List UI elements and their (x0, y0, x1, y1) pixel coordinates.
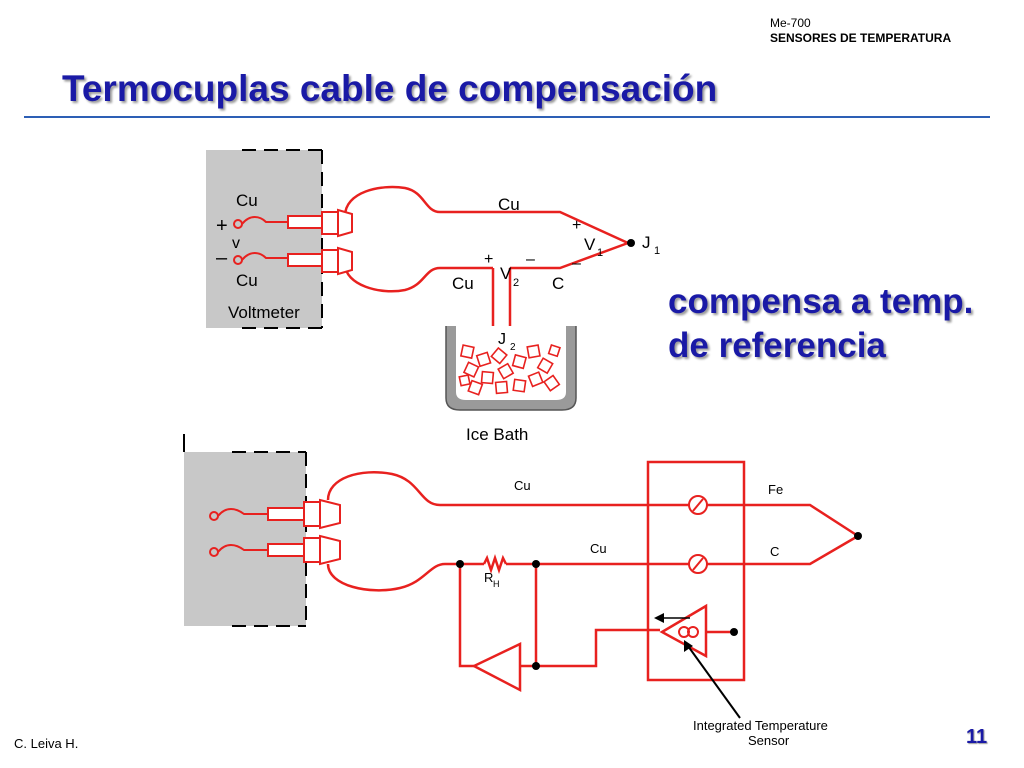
j1-label: J (642, 233, 651, 252)
opamp-left-wire (458, 564, 474, 668)
bottom-wire-cu-bottom-label: Cu (590, 541, 607, 556)
compensation-box (646, 460, 746, 682)
voltmeter-panel (206, 150, 322, 328)
c-wire (706, 534, 859, 566)
note-text: compensa a temp. de referencia (668, 280, 973, 368)
top-upper-wire (343, 185, 629, 245)
v2-plus: + (484, 251, 493, 268)
sensor-pointer (687, 645, 741, 719)
course-code: Me-700 (770, 16, 811, 30)
v1-label: V (584, 235, 596, 254)
fe-label: Fe (768, 482, 783, 497)
voltmeter-plus: + (216, 215, 228, 237)
fe-wire (706, 503, 859, 538)
j1-node (627, 239, 635, 247)
bottom-upper-wire (326, 471, 690, 507)
top-c-wire (510, 241, 629, 270)
j1-sub: 1 (654, 245, 660, 257)
v1-minus: – (572, 255, 581, 272)
v2-label: V (500, 264, 512, 283)
note-line2: de referencia (668, 326, 886, 365)
voltmeter-v: v (232, 235, 240, 252)
v1-sub: 1 (597, 247, 603, 259)
voltmeter-cu-bottom: Cu (236, 271, 258, 290)
author: C. Leiva H. (14, 736, 79, 751)
v2-minus: – (526, 251, 535, 268)
c-label: C (770, 544, 779, 559)
resistor-sub: H (493, 579, 500, 589)
bottom-junction-node (854, 532, 862, 540)
slide-title: Termocuplas cable de compensación (62, 68, 718, 109)
top-wire-cu-bottom-label: Cu (452, 274, 474, 293)
voltmeter-label: Voltmeter (228, 303, 300, 322)
j2-label: J (498, 331, 506, 348)
top-lower-wire (343, 263, 493, 293)
course-header: Me-700 SENSORES DE TEMPERATURA (770, 16, 951, 46)
resistor-label: R (484, 570, 493, 585)
sensor-label-line2: Sensor (748, 733, 790, 748)
resistor-rh (482, 554, 508, 574)
bottom-lower-wire (326, 562, 484, 592)
top-wire-cu-label: Cu (498, 195, 520, 214)
v1-plus: + (572, 217, 581, 234)
v2-sub: 2 (513, 277, 519, 289)
page-number: 11 (966, 726, 988, 748)
voltmeter-cu-top: Cu (236, 191, 258, 210)
sensor-label-line1: Integrated Temperature (693, 718, 828, 733)
ice-bath-label: Ice Bath (466, 425, 528, 444)
top-wire-c-label: C (552, 274, 564, 293)
ice-cubes (458, 343, 561, 396)
sensor-wire (520, 628, 660, 668)
opamp-triangle (471, 642, 522, 693)
course-name: SENSORES DE TEMPERATURA (770, 31, 952, 45)
j2-sub: 2 (510, 342, 516, 353)
title-underline (24, 116, 990, 118)
voltmeter-minus: – (216, 247, 228, 269)
bottom-wire-cu-label: Cu (514, 478, 531, 493)
note-line1: compensa a temp. (668, 282, 974, 321)
bottom-voltmeter-panel (184, 452, 306, 626)
